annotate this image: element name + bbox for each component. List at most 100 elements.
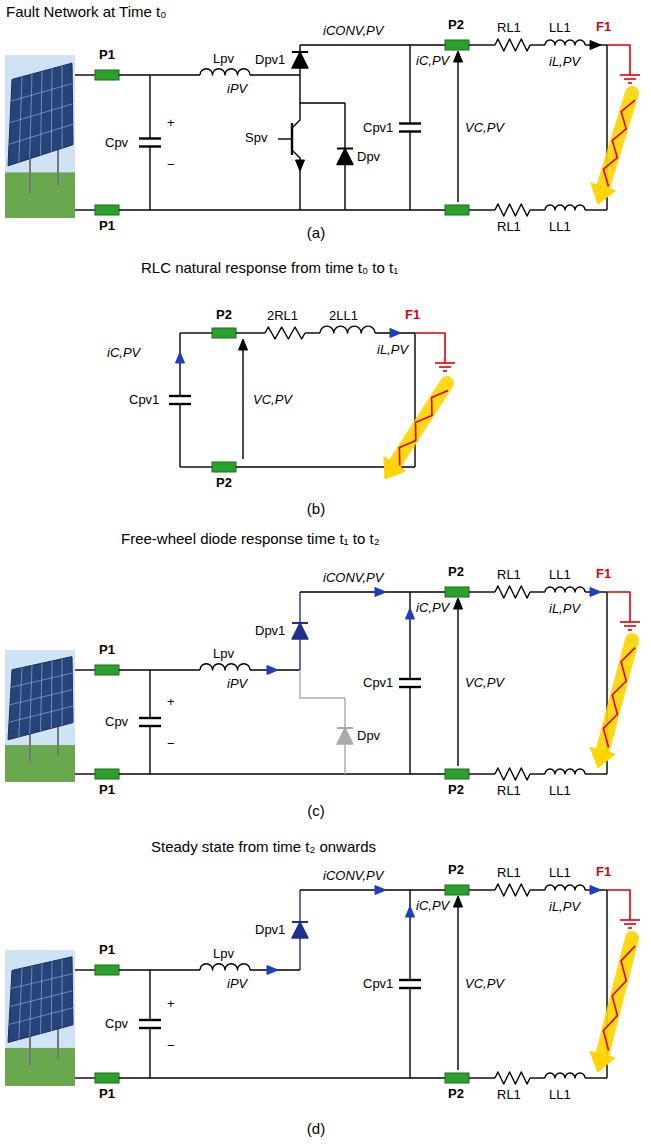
component-label: +: [166, 996, 176, 1011]
panel-grid: [10, 690, 73, 705]
component-label: LL1: [548, 219, 572, 234]
arrow-head: [267, 666, 278, 675]
diode-bar: [337, 727, 353, 729]
ground-symbol: [628, 629, 632, 631]
voltage-arrow: [457, 902, 458, 1070]
inductor-symbol: [200, 964, 250, 970]
wire: [149, 75, 150, 139]
wire: [530, 889, 545, 890]
wire: [149, 1028, 150, 1078]
resistor-symbol: [495, 1072, 530, 1084]
terminal-block: [95, 965, 119, 975]
diode-bar: [292, 921, 308, 923]
panel-grid: [11, 673, 72, 687]
inductor-symbol: [545, 769, 585, 774]
panel-grid: [9, 124, 73, 144]
capacitor-plate: [399, 678, 421, 680]
arrow-head: [375, 886, 386, 895]
signal-label: VC,PV: [464, 976, 505, 991]
panel-grid: [9, 1008, 73, 1025]
component-label: Cpv1: [128, 392, 160, 407]
capacitor-plate: [399, 979, 421, 981]
wire: [119, 209, 445, 210]
fault-arc: [602, 938, 632, 1055]
panel-caption: (a): [306, 224, 326, 242]
terminal-label: P1: [98, 942, 116, 957]
component-label: LL1: [548, 1087, 572, 1102]
component-label: 2RL1: [266, 308, 299, 323]
terminal-label: P2: [447, 1086, 465, 1101]
signal-label: iC,PV: [106, 345, 141, 360]
arrow-head: [296, 160, 305, 171]
diode-symbol: [292, 623, 308, 639]
signal-label: iC,PV: [415, 600, 450, 615]
capacitor-plate: [139, 717, 161, 719]
terminal-label: P1: [98, 47, 116, 62]
terminal-label: P1: [98, 642, 116, 657]
wire: [530, 209, 545, 210]
component-label: +: [166, 694, 176, 709]
arrow-head: [590, 41, 601, 50]
terminal-block: [95, 769, 119, 779]
resistor-symbol: [495, 204, 530, 216]
wire: [299, 938, 300, 970]
wire: [179, 404, 180, 467]
fault-spark: [603, 946, 635, 1051]
component-label: −: [166, 736, 176, 751]
component-label: LL1: [548, 567, 572, 582]
wire: [469, 44, 495, 45]
signal-label: iPV: [226, 976, 248, 991]
diode-symbol: [292, 52, 308, 68]
terminal-block: [95, 665, 119, 675]
signal-label: iL,PV: [548, 899, 581, 914]
fault-arrow-head: [590, 747, 615, 768]
wire: [75, 669, 95, 670]
terminal-label: P2: [215, 307, 233, 322]
wire: [414, 333, 415, 467]
signal-label: iCONV,PV: [322, 570, 384, 585]
panel-grid: [11, 84, 72, 102]
transistor-symbol: [292, 150, 300, 210]
component-label: Dpv1: [254, 922, 286, 937]
wire: [409, 592, 410, 679]
voltage-arrow: [457, 57, 458, 202]
component-label: RL1: [496, 20, 522, 35]
component-label: Cpv1: [362, 675, 394, 690]
wire: [149, 970, 150, 1020]
ground-symbol: [628, 927, 632, 929]
capacitor-plate: [169, 395, 191, 397]
wire: [149, 670, 150, 718]
wire: [179, 333, 180, 396]
component-label: Lpv: [212, 646, 235, 661]
wire: [119, 669, 200, 670]
fault-label: F1: [595, 864, 612, 879]
capacitor-plate: [169, 403, 191, 405]
grass-ground: [5, 745, 75, 782]
signal-label: iC,PV: [415, 53, 450, 68]
grass-ground: [5, 172, 75, 218]
fault-arrow-head: [591, 183, 616, 204]
terminal-block: [95, 1073, 119, 1083]
arrow-head: [375, 588, 386, 597]
inductor-symbol: [200, 69, 250, 75]
terminal-block: [445, 205, 469, 215]
wire: [149, 726, 150, 774]
diode-bar: [292, 51, 308, 53]
terminal-block: [95, 205, 119, 215]
wire: [585, 1077, 607, 1078]
circuit-panel: [5, 586, 640, 782]
wire: [409, 132, 410, 211]
wire: [75, 773, 95, 774]
wire: [299, 592, 300, 623]
wire: [180, 466, 212, 467]
wire: [469, 773, 495, 774]
wire: [300, 889, 445, 890]
terminal-label: P1: [98, 1086, 116, 1101]
capacitor-plate: [399, 130, 421, 132]
capacitor-plate: [399, 686, 421, 688]
wire: [530, 591, 545, 592]
wire: [305, 332, 320, 333]
ground-symbol: [439, 366, 451, 368]
terminal-block: [212, 328, 236, 338]
